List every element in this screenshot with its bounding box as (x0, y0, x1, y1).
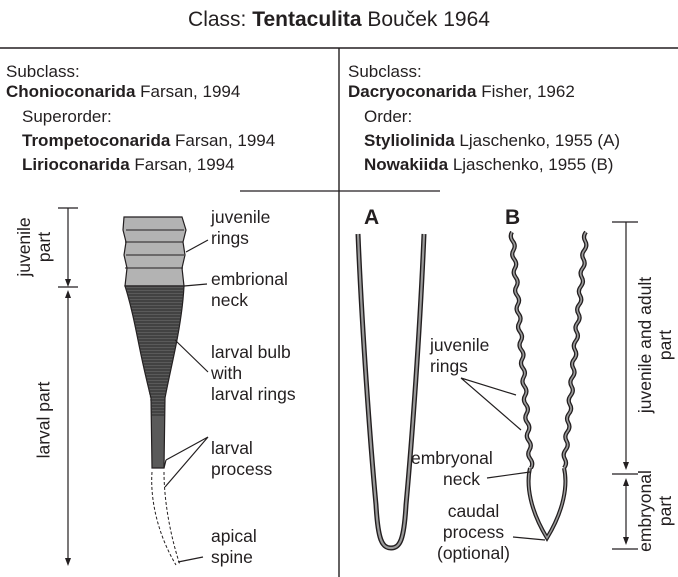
leader-embrional-neck (184, 284, 207, 286)
embryonal-neck-line1: embryonal (411, 448, 493, 469)
larval-bulb-line1: larval bulb (211, 342, 296, 363)
leader-larval-process (164, 437, 208, 487)
label-a: A (364, 206, 379, 230)
embryonal-neck-label: embryonal neck (411, 448, 493, 490)
caudal-process-line2: process (437, 522, 510, 543)
juvenile-part-dimension (58, 208, 78, 287)
leader-embryonal-neck (487, 472, 530, 478)
juvenile-adult-part-line1: juvenile and adult (635, 277, 655, 413)
leader-caudal-process (513, 537, 545, 540)
larval-bulb-line3: larval rings (211, 384, 296, 405)
apical-spine-line1: apical (211, 526, 257, 547)
larval-process-line2: process (211, 459, 272, 480)
juvenile-rings-line1: juvenile (211, 207, 270, 228)
larval-part-dimension (65, 290, 71, 566)
apical-spine-label: apical spine (211, 526, 257, 568)
juvenile-adult-part-label: juvenile and adult part (635, 277, 675, 413)
larval-process-label: larval process (211, 438, 272, 480)
caudal-process-line1: caudal (437, 501, 510, 522)
leader-larval-bulb (175, 340, 208, 372)
larval-bulb-label: larval bulb with larval rings (211, 342, 296, 405)
apical-spine-line2: spine (211, 547, 257, 568)
label-b: B (505, 206, 520, 230)
juvenile-rings-line2: rings (211, 228, 270, 249)
juvenile-rings-b-label: juvenile rings (430, 335, 489, 377)
juvenile-rings-label: juvenile rings (211, 207, 270, 249)
larval-bulb-line2: with (211, 363, 296, 384)
embrional-neck-line1: embrional (211, 269, 288, 290)
leader-apical-spine (178, 557, 203, 562)
caudal-process-label: caudal process (optional) (437, 501, 510, 564)
embryonal-part-line2: part (655, 470, 675, 552)
embrional-neck-line2: neck (211, 290, 288, 311)
leader-juvenile-rings-b (461, 378, 521, 430)
juvenile-part-label-line1: juvenile (14, 217, 34, 276)
juvenile-rings-b-line1: juvenile (430, 335, 489, 356)
juvenile-part-label-line2: part (34, 217, 54, 276)
juvenile-rings-b-line2: rings (430, 356, 489, 377)
larval-part-label: larval part (34, 382, 55, 459)
juvenile-part-label: juvenile part (14, 217, 54, 276)
embryonal-part-line1: embryonal (635, 470, 655, 552)
juvenile-shell (123, 217, 186, 286)
tube-a (358, 234, 424, 548)
embryonal-neck-line2: neck (411, 469, 493, 490)
leader-juvenile-rings (186, 240, 208, 252)
caudal-process-line3: (optional) (437, 543, 510, 564)
embryonal-part-label: embryonal part (635, 470, 675, 552)
tube-b-embryonal-chamber (529, 468, 566, 538)
embrional-neck-label: embrional neck (211, 269, 288, 311)
larval-process-line1: larval (211, 438, 272, 459)
larval-bulb (120, 286, 190, 468)
juvenile-adult-part-line2: part (655, 277, 675, 413)
